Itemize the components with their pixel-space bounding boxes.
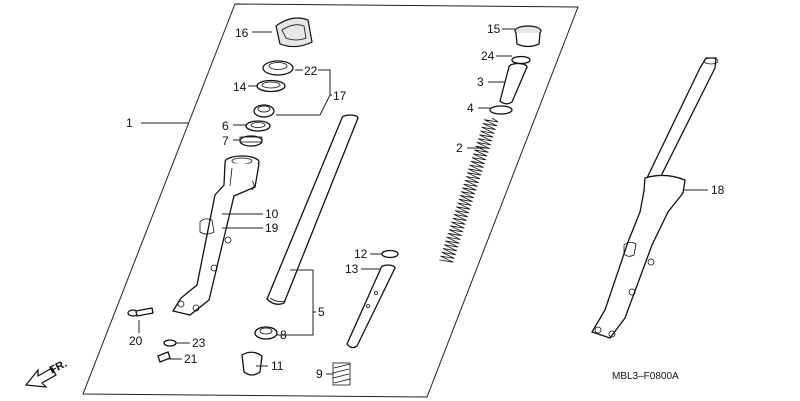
part-2-fork-spring — [439, 117, 499, 263]
callout-18: 18 — [711, 183, 725, 197]
callout-5: 5 — [318, 305, 325, 319]
callout-7: 7 — [222, 134, 229, 148]
callout-23: 23 — [192, 336, 206, 350]
leader-lines — [138, 28, 708, 375]
callout-9: 9 — [316, 367, 323, 381]
part-5-fork-tube — [266, 114, 359, 305]
callout-4: 4 — [467, 101, 474, 115]
part-17-seal — [253, 104, 275, 118]
part-12-ring — [381, 249, 399, 259]
callout-20: 20 — [129, 334, 143, 348]
assembly-frame — [82, 3, 579, 398]
part-6-bushing — [245, 120, 271, 132]
part-11-piece — [241, 351, 263, 376]
direction-label: FR. — [48, 358, 69, 377]
callout-1: 1 — [126, 116, 133, 130]
callout-6: 6 — [222, 119, 229, 133]
part-21-bolt — [157, 351, 171, 363]
callout-15: 15 — [487, 22, 501, 36]
callout-10: 10 — [265, 207, 279, 221]
part-24-o-ring — [511, 55, 531, 65]
part-7-bushing — [239, 135, 263, 147]
part-4-washer — [489, 105, 513, 115]
part-15-fork-cap — [514, 25, 542, 48]
part-16-dust-seal — [275, 17, 313, 48]
part-18-fork-assembly — [591, 57, 719, 339]
callout-8: 8 — [280, 328, 287, 342]
part-3-spacer — [499, 62, 528, 105]
part-22-seal — [262, 60, 294, 76]
diagram-code: MBL3–F0800A — [612, 371, 679, 382]
callout-3: 3 — [477, 75, 484, 89]
callout-17: 17 — [333, 89, 347, 103]
callout-14: 14 — [233, 80, 247, 94]
part-13-damper-rod — [346, 264, 396, 349]
callout-24: 24 — [481, 49, 495, 63]
part-20-bolt — [127, 307, 154, 317]
callout-19: 19 — [265, 221, 279, 235]
callout-12: 12 — [354, 247, 368, 261]
callout-2: 2 — [456, 141, 463, 155]
callout-21: 21 — [184, 352, 198, 366]
part-14-ring — [256, 79, 286, 93]
callout-13: 13 — [345, 262, 359, 276]
callout-22: 22 — [304, 64, 318, 78]
front-arrow-icon — [24, 367, 57, 388]
part-23-washer — [163, 339, 177, 347]
part-8-seal — [254, 326, 278, 340]
callout-11: 11 — [271, 359, 284, 373]
callout-16: 16 — [235, 26, 249, 40]
part-9-spring — [332, 362, 351, 386]
part-1-fork-slider — [171, 155, 260, 316]
